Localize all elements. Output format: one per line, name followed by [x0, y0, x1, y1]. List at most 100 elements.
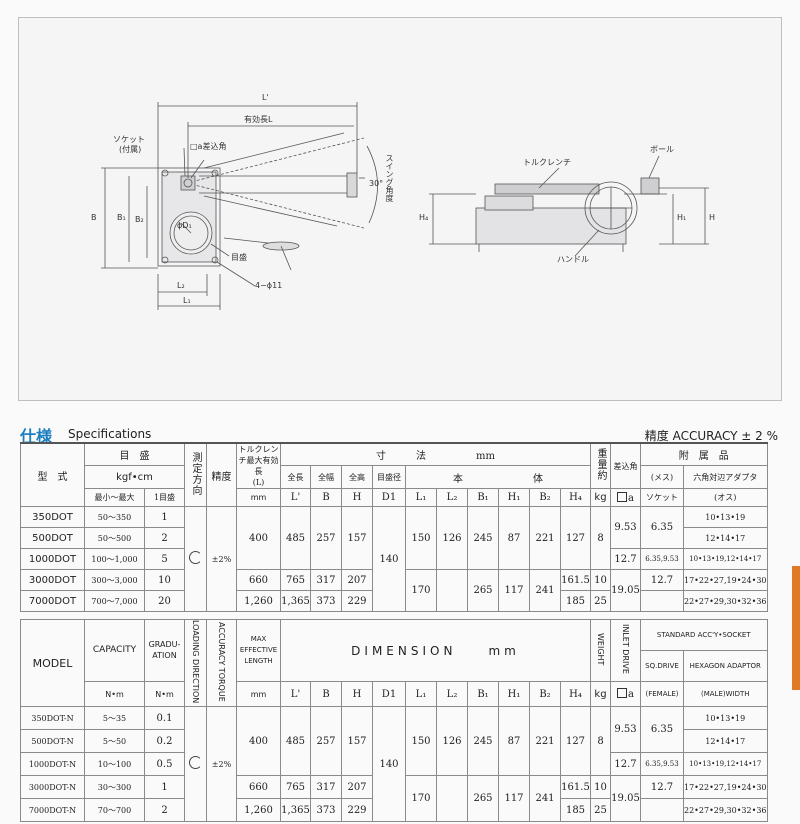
cell-L2: 126 — [436, 506, 468, 570]
table-row: 500DOT-N 5〜50 0.2 12•14•17 — [20, 729, 768, 754]
h-L2: L₂ — [436, 680, 468, 708]
cell-B: 257 — [310, 706, 342, 777]
h-step: 1目盛 — [144, 488, 185, 507]
title-en: Specifications — [68, 427, 152, 441]
cell-weight: 8 — [590, 506, 611, 570]
h-drive: 差込角 — [610, 442, 641, 489]
h-dial-diameter: 目盛径 — [372, 465, 406, 489]
loop-icon — [184, 506, 207, 612]
cell-B: 257 — [310, 506, 342, 570]
h-socket: ソケット — [640, 488, 684, 507]
cell-step: 5 — [144, 548, 185, 570]
h-dimension: DIMENSION mm — [280, 619, 591, 682]
h-weight: WEIGHT — [590, 619, 611, 682]
cell-H1: 117 — [498, 569, 530, 612]
table-row: 3000DOT-N 30〜300 1 660 765 317 207 170 2… — [20, 775, 768, 823]
label-socket-sub: (付属) — [119, 145, 142, 154]
table-row: 7000DOT 700〜7,000 20 1,260 1,365 373 229… — [20, 590, 768, 612]
h-drive-sym: a — [610, 488, 641, 507]
h-kg: kg — [590, 680, 611, 708]
cell-hex: 10•13•19 — [683, 706, 768, 731]
cell-range: 5〜35 — [84, 706, 145, 731]
cell-H4: 161.5 — [560, 569, 591, 591]
cell-step: 2 — [144, 798, 185, 823]
h-female: (メス) — [640, 465, 684, 489]
label-B1: B₁ — [117, 213, 126, 222]
cell-range: 700〜7,000 — [84, 590, 145, 612]
h-direction: 測定方向 — [184, 442, 207, 507]
h-H4: H₄ — [560, 488, 591, 507]
cell-D1: 140 — [372, 506, 406, 612]
cell-model: 1000DOT-N — [20, 752, 85, 777]
cell-H: 157 — [341, 706, 373, 777]
h-overall-height: 全高 — [341, 465, 373, 489]
h-accessories: 附 属 品 — [640, 442, 768, 467]
cell-L: 1,365 — [280, 590, 311, 612]
h-H: H — [341, 488, 373, 507]
label-H4: H₄ — [419, 213, 429, 222]
label-L1: L₁ — [183, 296, 191, 305]
cell-model: 350DOT — [20, 506, 85, 528]
h-D1: D1 — [372, 488, 406, 507]
cell-H4: 127 — [560, 706, 591, 777]
h-B2: B₂ — [529, 680, 561, 708]
spec-title-row: 仕様 Specifications 精度 ACCURACY ± 2 % — [20, 423, 780, 446]
cell-L2-empty — [436, 775, 468, 823]
cell-drive: 19.05 — [610, 775, 641, 823]
cell-accuracy: ±2% — [206, 506, 237, 612]
cell-step: 1 — [144, 775, 185, 800]
cell-B2: 221 — [529, 706, 561, 777]
h-graduation: 目 盛 — [84, 442, 185, 467]
cell-accuracy: ±2% — [206, 706, 237, 823]
h-drive-sym: a — [610, 680, 641, 708]
cell-model: 1000DOT — [20, 548, 85, 570]
cell-B1: 265 — [467, 775, 499, 823]
cell-B: 373 — [310, 590, 342, 612]
cell-step: 1 — [144, 506, 185, 528]
label-H: H — [709, 213, 716, 222]
label-B2: B₂ — [135, 215, 144, 224]
h-unit: kgf•cm — [84, 465, 185, 489]
h-capacity: CAPACITY — [84, 619, 145, 682]
cell-model: 350DOT-N — [20, 706, 85, 731]
cell-L: 1,365 — [280, 798, 311, 823]
cell-hex: 22•27•29,30•32•36 — [683, 798, 768, 823]
cell-hex: 17•22•27,19•24•30 — [683, 569, 768, 591]
label-H1: H₁ — [677, 213, 687, 222]
h-B1: B₁ — [467, 488, 499, 507]
cell-model: 7000DOT — [20, 590, 85, 612]
cell-len: 660 — [236, 569, 281, 591]
cell-hex: 10•13•19 — [683, 506, 768, 528]
cell-H1: 87 — [498, 506, 530, 570]
cell-H: 207 — [341, 569, 373, 591]
h-model: 型 式 — [20, 442, 85, 507]
cell-model: 500DOT-N — [20, 729, 85, 754]
cell-sq: 6.35 — [640, 506, 684, 549]
cell-H: 229 — [341, 590, 373, 612]
cell-hex: 10•13•19,12•14•17 — [683, 548, 768, 570]
cell-L2-empty — [436, 569, 468, 612]
cell-L: 485 — [280, 506, 311, 570]
cell-range: 30〜300 — [84, 775, 145, 800]
cell-B1: 245 — [467, 706, 499, 777]
cell-L2: 126 — [436, 706, 468, 777]
table-row: 350DOT 50〜350 1 ±2% 400 485 257 157 140 … — [20, 506, 768, 612]
cell-L1: 170 — [405, 775, 437, 823]
cell-range: 50〜350 — [84, 506, 145, 528]
h-nm-cap: N•m — [84, 680, 145, 708]
cell-step: 2 — [144, 527, 185, 549]
cell-D1: 140 — [372, 706, 406, 823]
cell-sq: 6.35,9.53 — [640, 752, 684, 777]
accuracy-note: 精度 ACCURACY ± 2 % — [644, 429, 778, 443]
cell-sq: 12.7 — [640, 775, 684, 800]
cell-step: 0.1 — [144, 706, 185, 731]
cell-range: 300〜3,000 — [84, 569, 145, 591]
cell-hex: 17•22•27,19•24•30 — [683, 775, 768, 800]
cell-model: 3000DOT — [20, 569, 85, 591]
table-row: 3000DOT 300〜3,000 10 660 765 317 207 170… — [20, 569, 768, 612]
h-B2: B₂ — [529, 488, 561, 507]
cell-sq: 12.7 — [640, 569, 684, 591]
cell-H: 207 — [341, 775, 373, 800]
cell-sq: 6.35 — [640, 706, 684, 754]
label-L-prime: L' — [262, 93, 269, 102]
